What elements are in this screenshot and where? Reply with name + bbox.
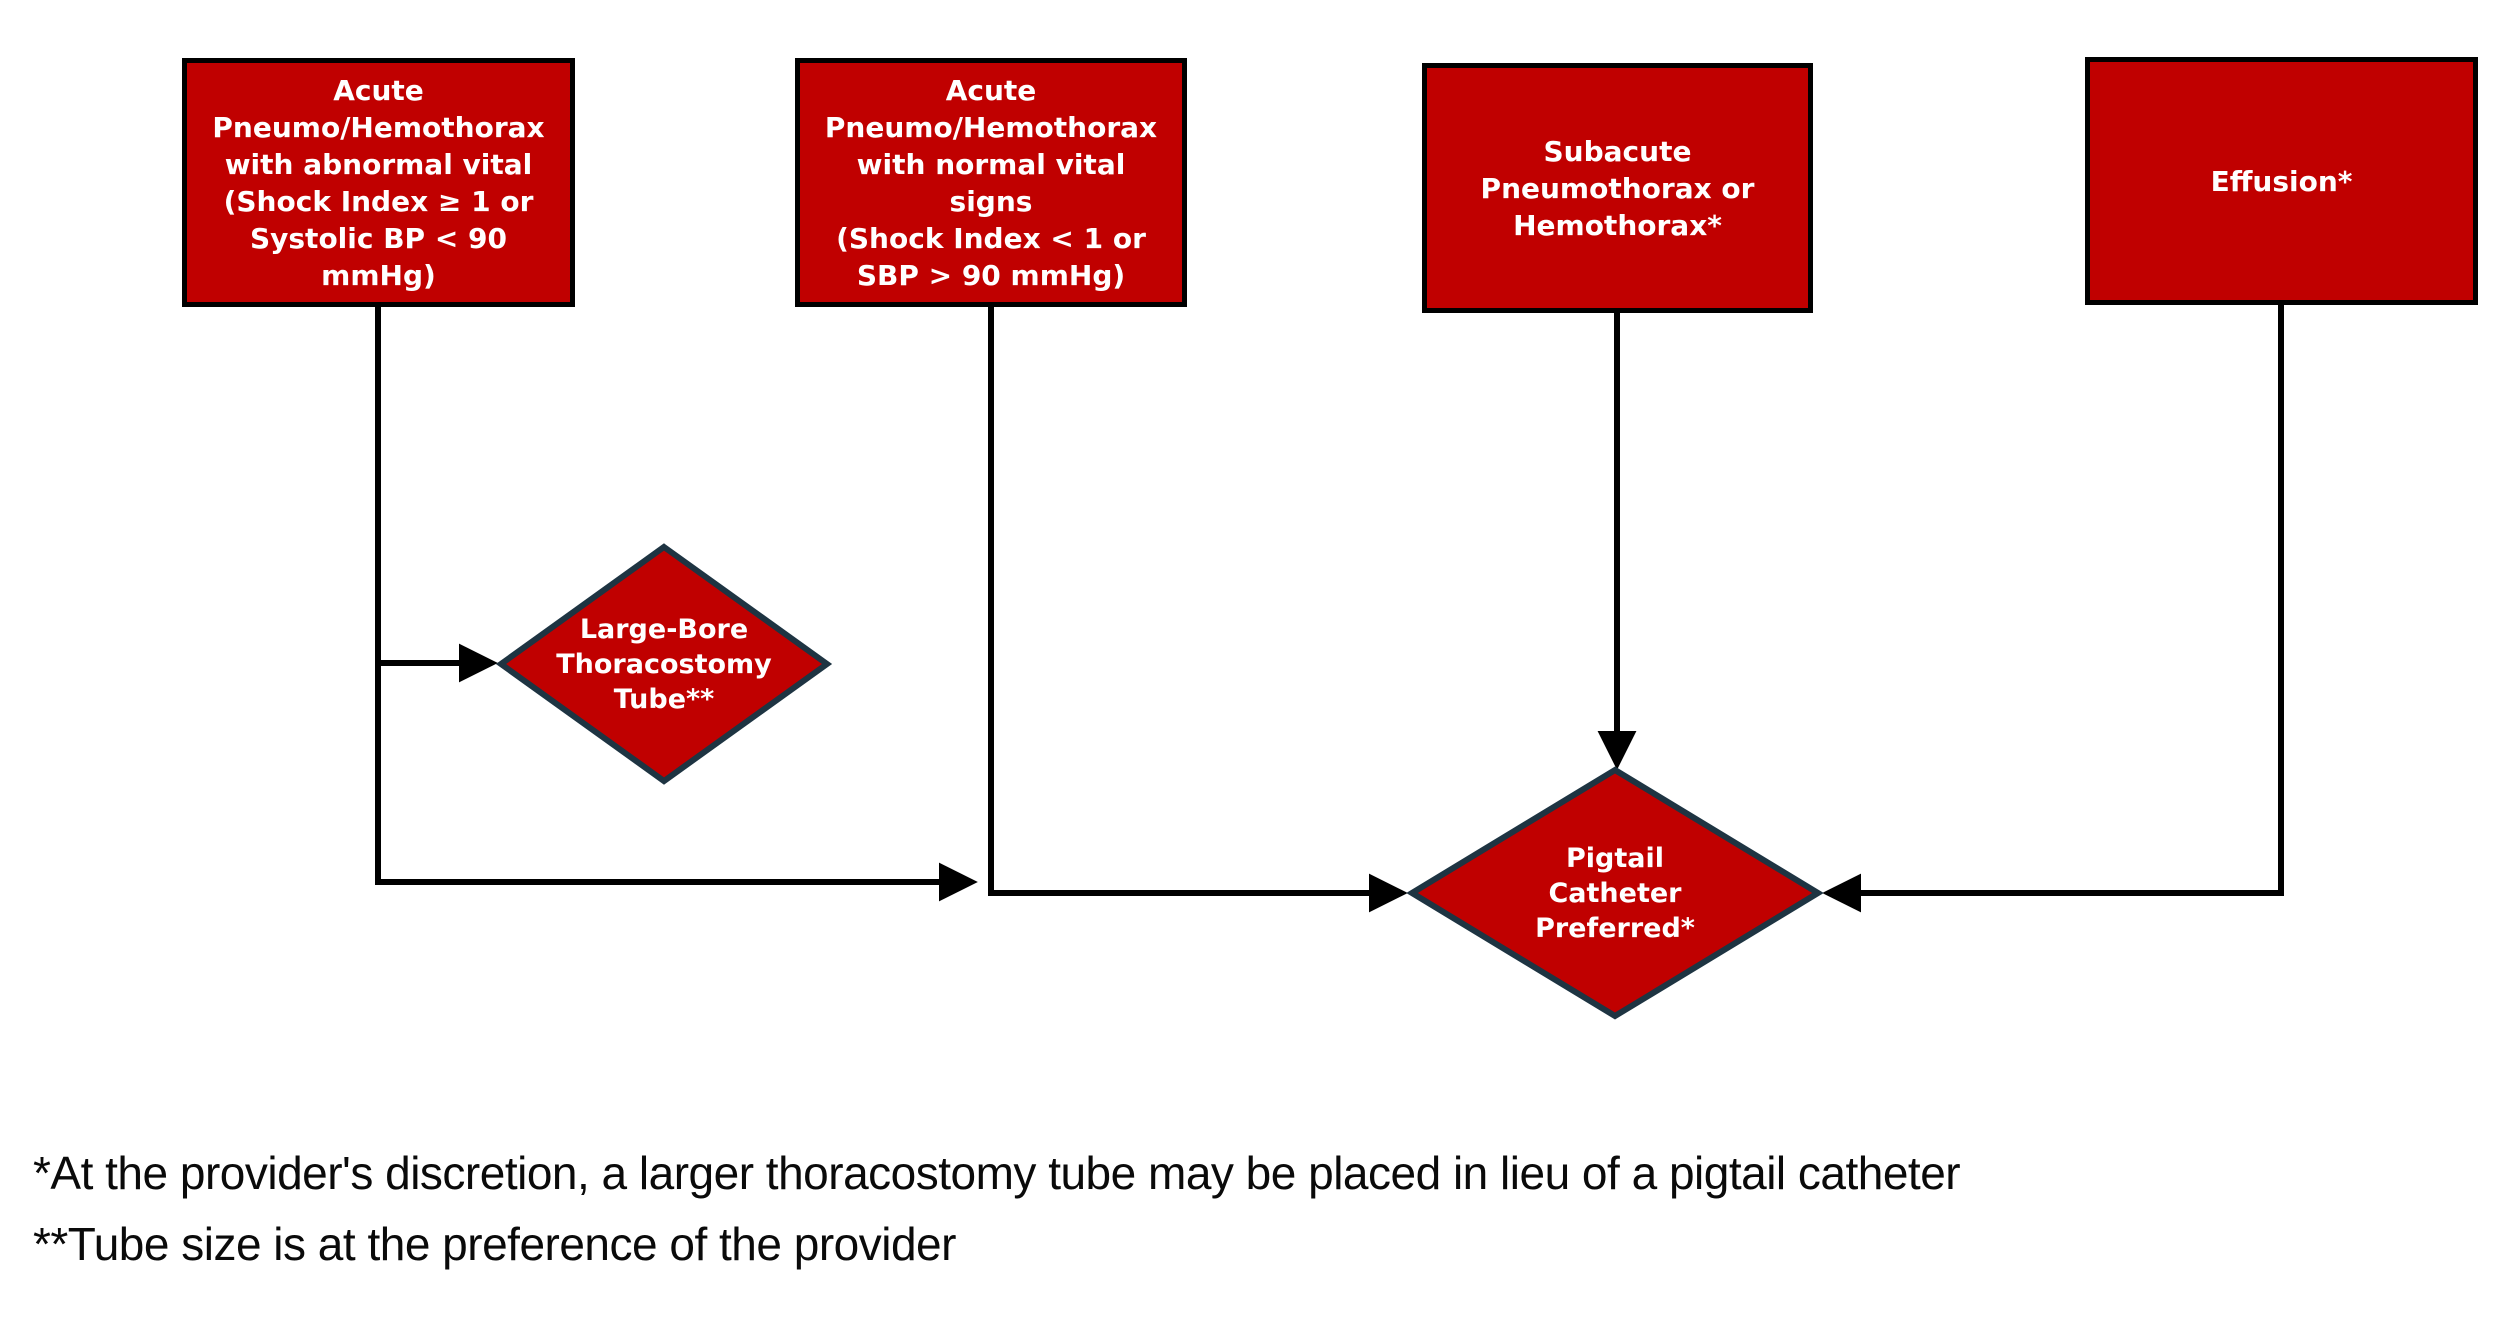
node-pigtail-diamond xyxy=(1406,766,1824,1020)
connector-acute-abnormal-elbow xyxy=(375,307,978,902)
node-acute-normal-box: Acute Pneumo/Hemothorax with normal vita… xyxy=(795,58,1187,307)
node-subacute-box: Subacute Pneumothorax or Hemothorax* xyxy=(1422,63,1813,313)
node-acute-abnormal-label: Acute Pneumo/Hemothorax with abnormal vi… xyxy=(212,73,545,292)
node-largebore-diamond xyxy=(495,543,833,785)
node-subacute-label: Subacute Pneumothorax or Hemothorax* xyxy=(1480,134,1755,242)
connector-effusion-to-pigtail xyxy=(1822,305,2284,913)
node-effusion-box: Effusion* xyxy=(2085,57,2478,305)
node-effusion-label: Effusion* xyxy=(2210,164,2353,198)
node-acute-abnormal-box: Acute Pneumo/Hemothorax with abnormal vi… xyxy=(182,58,575,307)
footnotes: *At the provider's discretion, a larger … xyxy=(33,1138,1961,1280)
node-acute-normal-label: Acute Pneumo/Hemothorax with normal vita… xyxy=(824,73,1158,292)
footnote-1: *At the provider's discretion, a larger … xyxy=(33,1147,1961,1199)
footnote-2: **Tube size is at the preference of the … xyxy=(33,1218,956,1270)
connector-acute-normal-to-pigtail xyxy=(988,307,1408,913)
